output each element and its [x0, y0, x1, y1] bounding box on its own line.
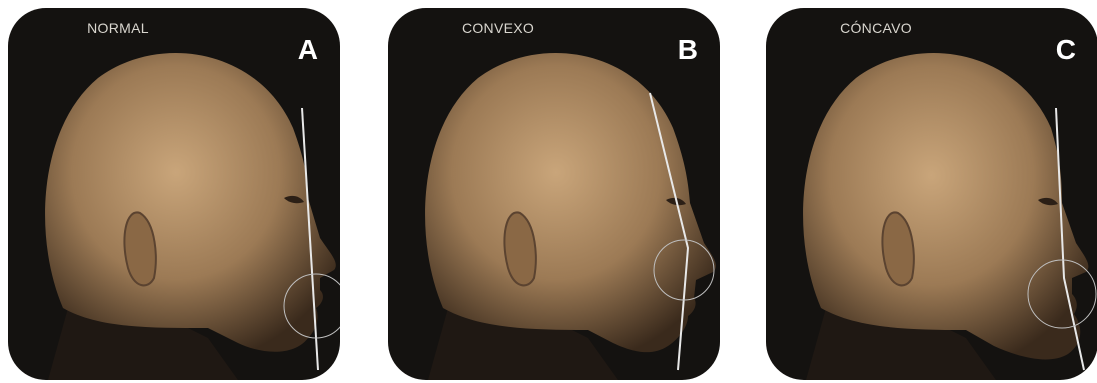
profile-panel-convex: CONVEXO B: [388, 8, 720, 380]
profile-panel-concave: CÓNCAVO C: [766, 8, 1097, 380]
panel-letter-label: A: [298, 34, 318, 66]
panel-letter-label: C: [1056, 34, 1076, 66]
head-profile-illustration: [766, 8, 1097, 380]
profile-title: NORMAL: [8, 20, 228, 36]
panel-letter-label: B: [678, 34, 698, 66]
profile-panel-normal: NORMAL A: [8, 8, 340, 380]
head-profile-illustration: [388, 8, 720, 380]
profile-title: CÓNCAVO: [766, 20, 986, 36]
head-profile-illustration: [8, 8, 340, 380]
profile-title: CONVEXO: [388, 20, 608, 36]
